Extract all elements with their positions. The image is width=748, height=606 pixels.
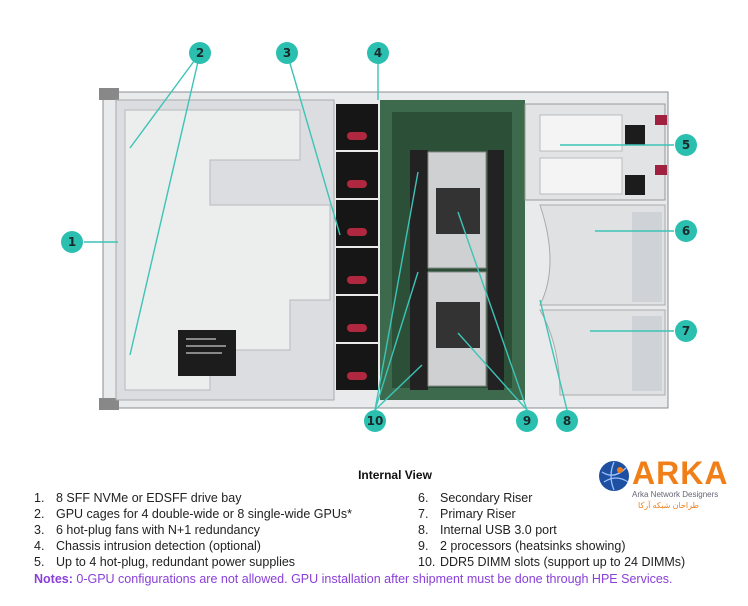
callout-number: 1 — [68, 235, 76, 249]
callout-number: 6 — [682, 224, 690, 238]
callout-circle — [189, 42, 211, 64]
callout-number: 5 — [682, 138, 690, 152]
legend-text: 8 SFF NVMe or EDSFF drive bay — [56, 491, 242, 505]
callout-5: 5 — [675, 134, 697, 156]
legend-number: 5. — [34, 555, 45, 569]
callout-8: 8 — [556, 410, 578, 432]
legend-item: 1. 8 SFF NVMe or EDSFF drive bay — [34, 490, 352, 506]
notes-label: Notes: — [34, 572, 73, 586]
callout-circle — [675, 320, 697, 342]
legend-text: GPU cages for 4 double-wide or 8 single-… — [56, 507, 352, 521]
arka-logo: ARKA Arka Network Designers طراحان شبکه … — [598, 455, 740, 516]
callout-3: 3 — [276, 42, 298, 64]
legend-left: 1. 8 SFF NVMe or EDSFF drive bay 2. GPU cag… — [34, 490, 352, 570]
globe-icon — [599, 461, 629, 491]
fan — [336, 104, 378, 150]
legend-item: 4. Chassis intrusion detection (optional) — [34, 538, 352, 554]
legend-text: Secondary Riser — [440, 491, 533, 505]
legend-item: 6. Secondary Riser — [418, 490, 685, 506]
fan — [336, 296, 378, 342]
legend-item: 9. 2 processors (heatsinks showing) — [418, 538, 685, 554]
legend-number: 6. — [418, 491, 429, 505]
callout-2: 2 — [189, 42, 211, 64]
legend-text: Chassis intrusion detection (optional) — [56, 539, 261, 553]
dimm-slots-left — [410, 150, 428, 390]
fan — [336, 152, 378, 198]
notes-text: 0-GPU configurations are not allowed. GP… — [72, 572, 673, 586]
legend-item: 10. DDR5 DIMM slots (support up to 24 DIM… — [418, 554, 685, 570]
legend-text: 2 processors (heatsinks showing) — [440, 539, 626, 553]
legend-item: 7. Primary Riser — [418, 506, 685, 522]
callout-markers: 1 2 3 4 5 6 7 8 9 10 — [61, 42, 697, 432]
power-supply-2 — [539, 157, 623, 195]
notes: Notes: 0-GPU configurations are not allo… — [34, 571, 673, 587]
dimm-slots-right — [488, 150, 504, 390]
callout-number: 4 — [374, 46, 382, 60]
logo-word: ARKA — [632, 455, 729, 491]
legend-number: 3. — [34, 523, 45, 537]
motherboard — [380, 100, 525, 400]
callout-circle — [675, 220, 697, 242]
callout-circle — [675, 134, 697, 156]
fan-handle[interactable] — [347, 228, 367, 236]
legend-number: 1. — [34, 491, 45, 505]
legend-number: 4. — [34, 539, 45, 553]
legend-number: 10. — [418, 555, 436, 569]
fan-handle[interactable] — [347, 372, 367, 380]
legend-text: Primary Riser — [440, 507, 516, 521]
legend-item: 3. 6 hot-plug fans with N+1 redundancy — [34, 522, 352, 538]
fan-handle[interactable] — [347, 276, 367, 284]
callout-circle — [61, 231, 83, 253]
fan-handle[interactable] — [347, 132, 367, 140]
callout-7: 7 — [675, 320, 697, 342]
diagram-title: Internal View — [358, 468, 432, 482]
callout-lines — [84, 52, 674, 411]
callout-number: 3 — [283, 46, 291, 60]
callout-number: 8 — [563, 414, 571, 428]
legend-text: Internal USB 3.0 port — [440, 523, 557, 537]
callout-circle — [367, 42, 389, 64]
callout-6: 6 — [675, 220, 697, 242]
fan-handle[interactable] — [347, 324, 367, 332]
callout-10: 10 — [364, 410, 386, 432]
legend-text: DDR5 DIMM slots (support up to 24 DIMMs) — [440, 555, 686, 569]
fan — [336, 344, 378, 390]
callout-number: 10 — [367, 414, 384, 428]
server-internal-view-diagram: 1 2 3 4 5 6 7 8 9 10 — [61, 42, 697, 432]
legend-text: Up to 4 hot-plug, redundant power suppli… — [56, 555, 296, 569]
legend-number: 2. — [34, 507, 45, 521]
legend-text: 6 hot-plug fans with N+1 redundancy — [56, 523, 260, 537]
logo-persian: طراحان شبکه آرکا — [638, 501, 699, 510]
legend-right: 6. Secondary Riser 7. Primary Riser 8. Intern… — [418, 490, 685, 570]
callout-9: 9 — [516, 410, 538, 432]
fan-handle[interactable] — [347, 180, 367, 188]
legend-item: 2. GPU cages for 4 double-wide or 8 singl… — [34, 506, 352, 522]
legend-number: 8. — [418, 523, 429, 537]
legend-number: 7. — [418, 507, 429, 521]
callout-circle — [516, 410, 538, 432]
fan — [336, 200, 378, 246]
callout-number: 7 — [682, 324, 690, 338]
fan-bank — [336, 104, 378, 390]
callout-circle — [276, 42, 298, 64]
legend-item: 8. Internal USB 3.0 port — [418, 522, 685, 538]
legend-item: 5. Up to 4 hot-plug, redundant power supp… — [34, 554, 352, 570]
callout-circle — [556, 410, 578, 432]
fan — [336, 248, 378, 294]
gpu-cage-area — [115, 99, 335, 401]
callout-4: 4 — [367, 42, 389, 64]
callout-number: 2 — [196, 46, 204, 60]
legend-number: 9. — [418, 539, 429, 553]
logo-subtitle: Arka Network Designers — [632, 490, 719, 499]
callout-1: 1 — [61, 231, 83, 253]
callout-number: 9 — [523, 414, 531, 428]
callout-circle — [364, 410, 386, 432]
